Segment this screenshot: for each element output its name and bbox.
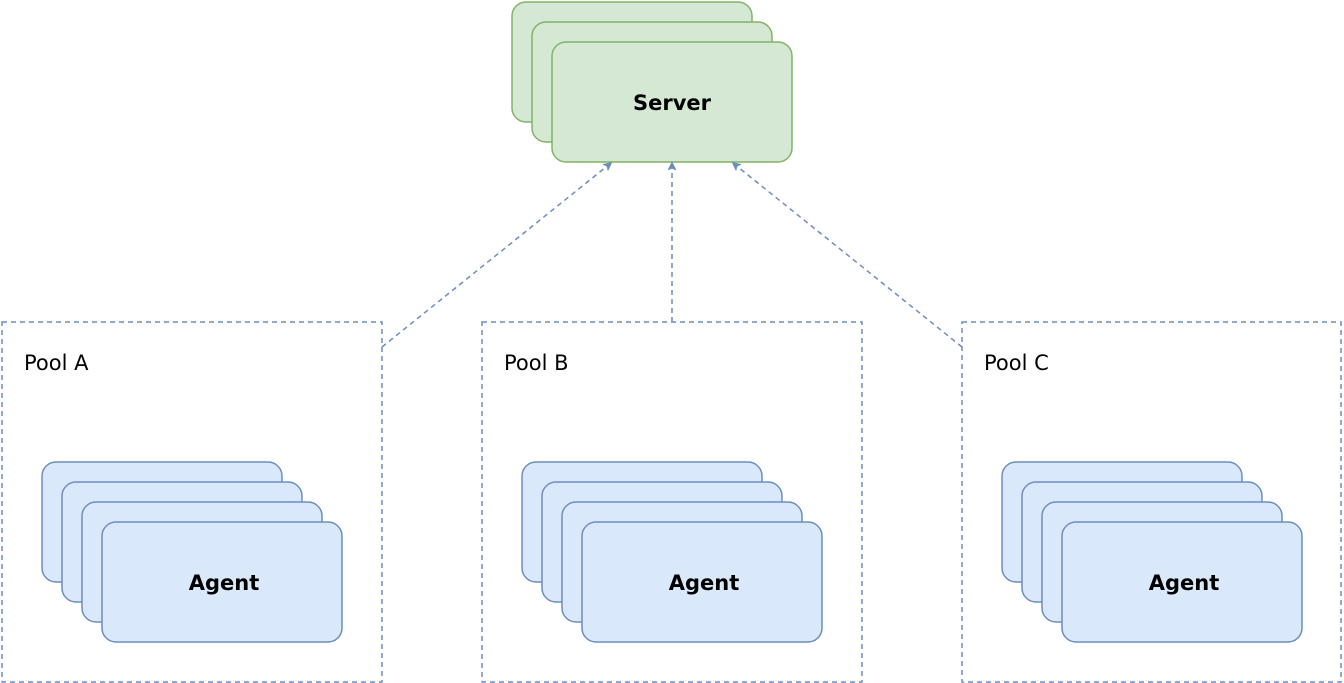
pool-c-agent-stack[interactable]: Agent [1001,461,1303,643]
pool-a-agent-label: Agent [189,571,260,595]
pool-b-agent-stack[interactable]: Agent [521,461,823,643]
agent-front-card [101,521,343,643]
connector-pool-c-to-server [733,163,963,348]
pool-a-label: Pool A [24,351,89,375]
agent-front-card [581,521,823,643]
pool-c-container [961,321,1342,683]
pool-a-container [1,321,383,683]
server-front-card [551,41,793,163]
connector-pool-a-to-server [381,163,611,348]
pool-a[interactable]: Pool A Agent [1,321,383,683]
pool-b-agent-label: Agent [669,571,740,595]
server-label: Server [633,91,712,115]
pool-c-label: Pool C [984,351,1049,375]
pool-c-agent-label: Agent [1149,571,1220,595]
connectors [381,163,963,348]
pool-c[interactable]: Pool C Agent [961,321,1342,683]
pool-b-label: Pool B [504,351,569,375]
agent-front-card [1061,521,1303,643]
pool-a-agent-stack[interactable]: Agent [41,461,343,643]
pool-b-container [481,321,863,683]
server-node[interactable]: Server [511,1,793,163]
pool-b[interactable]: Pool B Agent [481,321,863,683]
